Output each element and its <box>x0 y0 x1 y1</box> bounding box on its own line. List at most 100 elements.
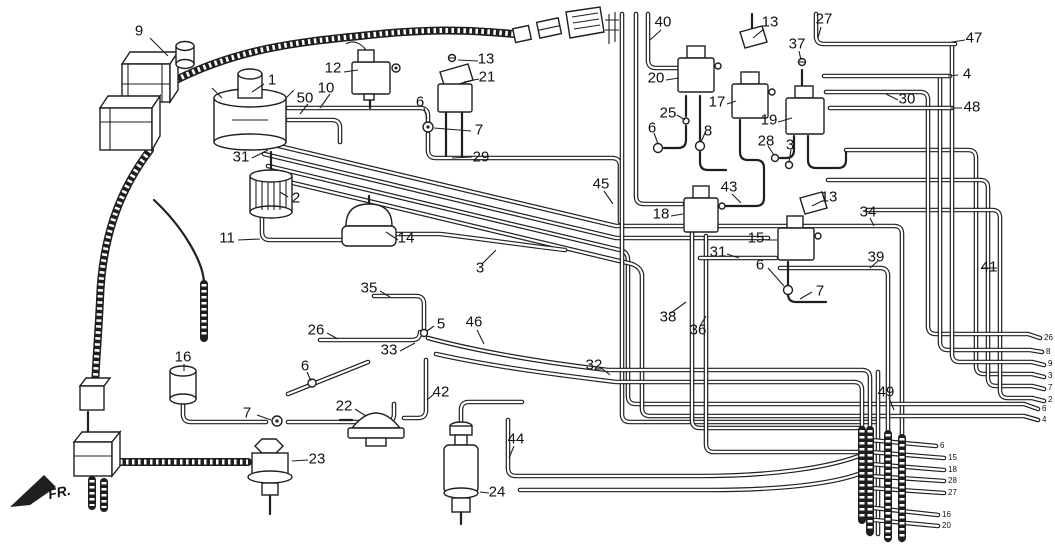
callout-label: 13 <box>820 188 838 206</box>
callout-label: 31 <box>232 148 250 166</box>
callout-label: 33 <box>380 341 398 359</box>
callout-label: 6 <box>300 357 310 375</box>
callout-label: 34 <box>859 203 877 221</box>
joints-and-check-valves <box>271 117 794 427</box>
port-label: 3 <box>1048 371 1053 380</box>
callout-label: 31 <box>709 243 727 261</box>
callout-label: 1 <box>267 71 277 89</box>
callout-label: 5 <box>436 315 446 333</box>
valve-24 <box>443 421 479 513</box>
port-label: 27 <box>948 488 957 497</box>
callout-label: 7 <box>242 404 252 422</box>
callout-label: 22 <box>335 397 353 415</box>
callout-label: 45 <box>592 175 610 193</box>
leader-lines <box>149 26 997 494</box>
callout-label: 16 <box>174 348 192 366</box>
callout-label: 19 <box>760 111 778 129</box>
callout-label: 32 <box>585 356 603 374</box>
harness-connectors <box>511 6 619 44</box>
callout-label: 46 <box>465 313 483 331</box>
solenoid-valve-20 <box>677 45 722 93</box>
valve-23 <box>247 438 293 496</box>
callout-label: 6 <box>755 256 765 274</box>
callout-label: 48 <box>963 98 981 116</box>
solenoid-valve-18 <box>683 185 726 233</box>
callout-label: 42 <box>432 383 450 401</box>
callout-label: 28 <box>757 132 775 150</box>
port-label: 20 <box>942 521 951 530</box>
wiring-harness <box>88 26 906 542</box>
valve-14 <box>341 203 397 247</box>
callout-label: 13 <box>477 50 495 68</box>
callout-label: 7 <box>815 282 825 300</box>
callout-label: 7 <box>474 121 484 139</box>
callout-label: 3 <box>475 259 485 277</box>
callout-label: 12 <box>324 59 342 77</box>
bracket-13-mid <box>799 191 828 215</box>
port-label: 7 <box>1048 383 1053 392</box>
callout-label: 3 <box>785 136 795 154</box>
port-label: 16 <box>942 510 951 519</box>
callout-label: 6 <box>415 93 425 111</box>
callout-label: 44 <box>507 430 525 448</box>
tube-network <box>180 11 1047 543</box>
callout-label: 40 <box>654 13 672 31</box>
port-label: 6 <box>940 441 945 450</box>
condenser-16 <box>169 365 197 405</box>
components <box>10 6 828 513</box>
solenoid-valve-17 <box>731 71 776 119</box>
callout-label: 29 <box>472 148 490 166</box>
callout-label: 36 <box>689 321 707 339</box>
callout-label: 17 <box>708 93 726 111</box>
solenoid-valve-15 <box>777 215 822 261</box>
callout-label: 26 <box>307 321 325 339</box>
callout-label: 25 <box>659 104 677 122</box>
port-label: 26 <box>1044 333 1053 342</box>
callout-label: 9 <box>134 22 144 40</box>
callout-label: 11 <box>219 229 235 247</box>
solenoid-valve-12 <box>345 41 401 101</box>
callout-label: 8 <box>703 122 713 140</box>
callout-label: 13 <box>761 13 779 31</box>
callout-label: 39 <box>867 248 885 266</box>
callout-label: 18 <box>652 205 670 223</box>
port-label: 28 <box>948 476 957 485</box>
callout-label: 23 <box>308 450 326 468</box>
callout-label: 20 <box>647 69 665 87</box>
callout-label: 6 <box>647 119 657 137</box>
callout-label: 30 <box>898 90 916 108</box>
callout-label: 4 <box>962 65 972 83</box>
canister <box>249 169 293 219</box>
callout-label: 2 <box>291 189 301 207</box>
relay-bottom-left <box>72 430 122 478</box>
callout-label: 21 <box>478 68 496 86</box>
solenoid-valve-19 <box>785 57 825 135</box>
callout-label: 38 <box>659 308 677 326</box>
harness-end-connector <box>78 377 112 411</box>
carburetor <box>211 68 295 151</box>
callout-label: 50 <box>296 89 314 107</box>
port-label: 6 <box>1042 404 1047 413</box>
port-label: 4 <box>1042 415 1047 424</box>
callout-label: 24 <box>488 483 506 501</box>
port-label: 8 <box>1046 347 1051 356</box>
callout-label: 47 <box>965 29 983 47</box>
callout-label: 41 <box>980 258 998 276</box>
callout-label: 35 <box>360 279 378 297</box>
callout-label: 43 <box>720 178 738 196</box>
diaphragm-22 <box>347 412 405 447</box>
port-label: 2 <box>1048 395 1053 404</box>
port-label: 18 <box>948 465 957 474</box>
port-label: 9 <box>1048 359 1053 368</box>
fr-direction-arrow <box>10 475 56 507</box>
callout-label: 10 <box>317 79 335 97</box>
callout-label: 49 <box>877 383 895 401</box>
callout-label: 37 <box>788 35 806 53</box>
port-label: 15 <box>948 453 957 462</box>
callout-label: 27 <box>815 10 833 28</box>
relay-box-assembly <box>98 40 195 153</box>
